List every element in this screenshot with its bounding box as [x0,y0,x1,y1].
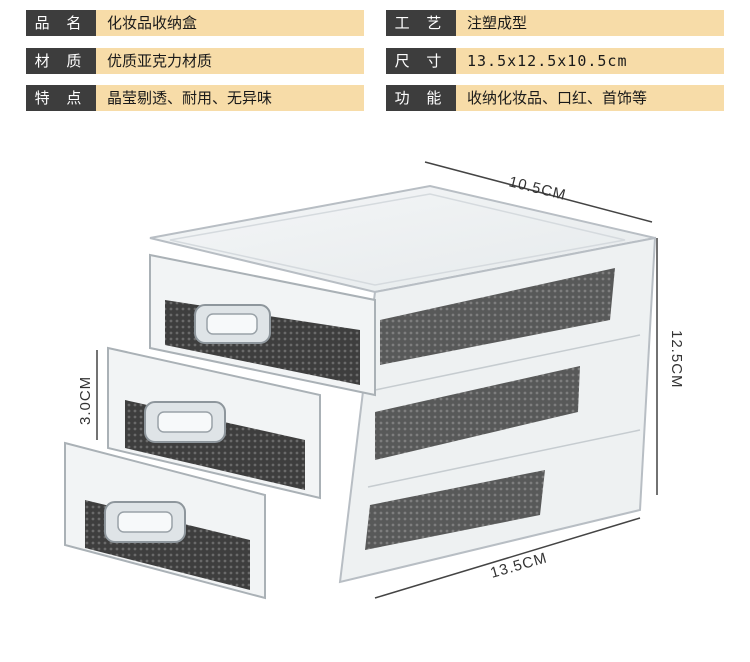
spec-material: 材 质 优质亚克力材质 [26,48,364,74]
spec-size: 尺 寸 13.5x12.5x10.5cm [386,48,724,74]
spec-process-value: 注塑成型 [456,10,724,36]
spec-function-label: 功 能 [386,85,456,111]
drawer-top [149,253,376,397]
cabinet-side [338,236,657,584]
spec-size-label: 尺 寸 [386,48,456,74]
spec-function-value: 收纳化妆品、口红、首饰等 [456,85,724,111]
drawer-handle-middle [144,401,226,443]
spec-name-value: 化妆品收纳盒 [96,10,364,36]
dimension-depth-label: 10.5CM [507,173,568,204]
spec-function: 功 能 收纳化妆品、口红、首饰等 [386,85,724,111]
spec-process: 工 艺 注塑成型 [386,10,724,36]
spec-feature-label: 特 点 [26,85,96,111]
drawer-handle-top [194,304,271,344]
product-photo: 10.5CM 12.5CM 3.0CM 13.5CM [64,161,685,600]
drawer-bottom [64,441,266,600]
drawer-handle-bottom [104,501,186,543]
dimension-height: 12.5CM [656,238,685,495]
spec-name-label: 品 名 [26,10,96,36]
spec-feature-value: 晶莹剔透、耐用、无异味 [96,85,364,111]
spec-feature: 特 点 晶莹剔透、耐用、无异味 [26,85,364,111]
spec-material-label: 材 质 [26,48,96,74]
spec-name: 品 名 化妆品收纳盒 [26,10,364,36]
spec-process-label: 工 艺 [386,10,456,36]
drawer-middle [107,346,321,500]
dimension-drawer-height: 3.0CM [77,350,98,440]
spec-material-value: 优质亚克力材质 [96,48,364,74]
dimension-height-label: 12.5CM [668,330,685,389]
spec-size-value: 13.5x12.5x10.5cm [456,48,724,74]
dimension-drawer-height-label: 3.0CM [77,376,94,425]
